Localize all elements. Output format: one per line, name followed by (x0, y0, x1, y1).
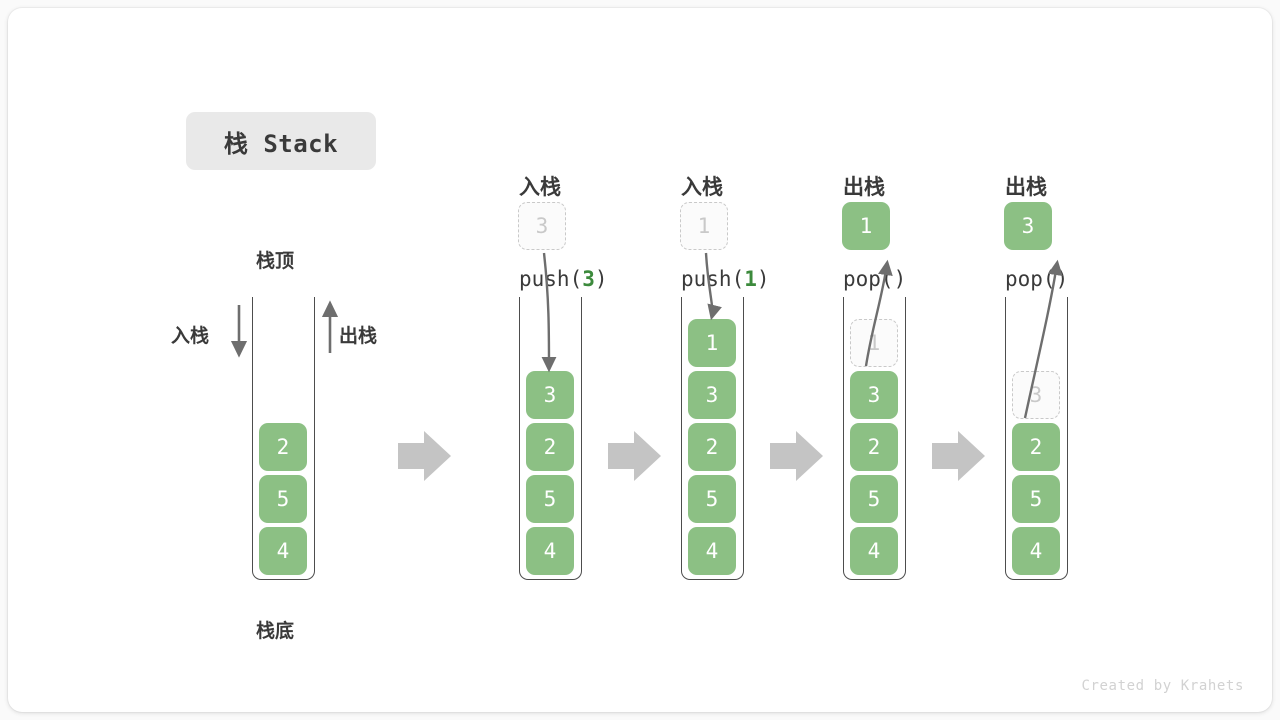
stack-container-push3: 3 2 5 4 (519, 297, 582, 580)
stack-cell: 5 (688, 475, 736, 523)
push1-arrow (704, 252, 722, 321)
column-header-pop3-cn: 出栈 (1005, 175, 1047, 199)
stack-cell: 2 (850, 423, 898, 471)
credit-text: Created by Krahets (1081, 678, 1244, 694)
stack-cell: 5 (526, 475, 574, 523)
arrows-overlay (230, 252, 1063, 481)
floating-cell-pop1: 1 (842, 202, 890, 250)
stack-cell-ghost: 3 (1012, 371, 1060, 419)
stack-bottom-label: 栈底 (256, 621, 295, 642)
flow-arrow (770, 431, 823, 481)
title-badge: 栈 Stack (186, 112, 376, 170)
stack-top-label: 栈顶 (256, 251, 295, 272)
stack-cell: 1 (688, 319, 736, 367)
stack-cell: 3 (688, 371, 736, 419)
column-header-push3-cn: 入栈 (519, 175, 561, 199)
stack-cell: 4 (688, 527, 736, 575)
pop-direction-label: 出栈 (339, 326, 378, 347)
column-header-push1: 入栈 push(1) (681, 112, 851, 356)
floating-cell-push1: 1 (680, 202, 728, 250)
stack-container-pop3: 3 2 5 4 (1005, 297, 1068, 580)
stack-cell-ghost: 1 (850, 319, 898, 367)
stack-cell: 4 (259, 527, 307, 575)
stack-container-initial: 2 5 4 (252, 297, 315, 580)
floating-cell-push3: 3 (518, 202, 566, 250)
diagram-card: 栈 Stack 入栈 push(3) 入栈 push(1) 出栈 pop() 出… (8, 8, 1272, 712)
stack-container-push1: 1 3 2 5 4 (681, 297, 744, 580)
column-header-push3: 入栈 push(3) (519, 112, 689, 356)
diagram-stage: 栈 Stack 入栈 push(3) 入栈 push(1) 出栈 pop() 出… (8, 8, 1272, 712)
stack-cell: 2 (526, 423, 574, 471)
flow-arrow (608, 431, 661, 481)
push3-arrow (541, 252, 557, 373)
flow-arrow (398, 431, 451, 481)
stack-container-pop1: 1 3 2 5 4 (843, 297, 906, 580)
stack-cell: 5 (259, 475, 307, 523)
stack-cell: 4 (526, 527, 574, 575)
stack-cell: 4 (850, 527, 898, 575)
stack-cell: 5 (1012, 475, 1060, 523)
column-header-push3-code: push(3) (519, 267, 608, 292)
stack-cell: 2 (1012, 423, 1060, 471)
stack-cell: 2 (259, 423, 307, 471)
column-header-push1-code: push(1) (681, 267, 770, 292)
stack-cell: 5 (850, 475, 898, 523)
flow-arrow (932, 431, 985, 481)
column-header-pop1-cn: 出栈 (843, 175, 885, 199)
push-direction-label: 入栈 (171, 326, 210, 347)
pop3-arrow (1023, 259, 1063, 419)
stack-cell: 3 (526, 371, 574, 419)
stack-cell: 2 (688, 423, 736, 471)
pop1-arrow (864, 259, 893, 367)
column-header-push1-cn: 入栈 (681, 175, 723, 199)
stack-cell: 4 (1012, 527, 1060, 575)
stack-cell: 3 (850, 371, 898, 419)
floating-cell-pop3: 3 (1004, 202, 1052, 250)
